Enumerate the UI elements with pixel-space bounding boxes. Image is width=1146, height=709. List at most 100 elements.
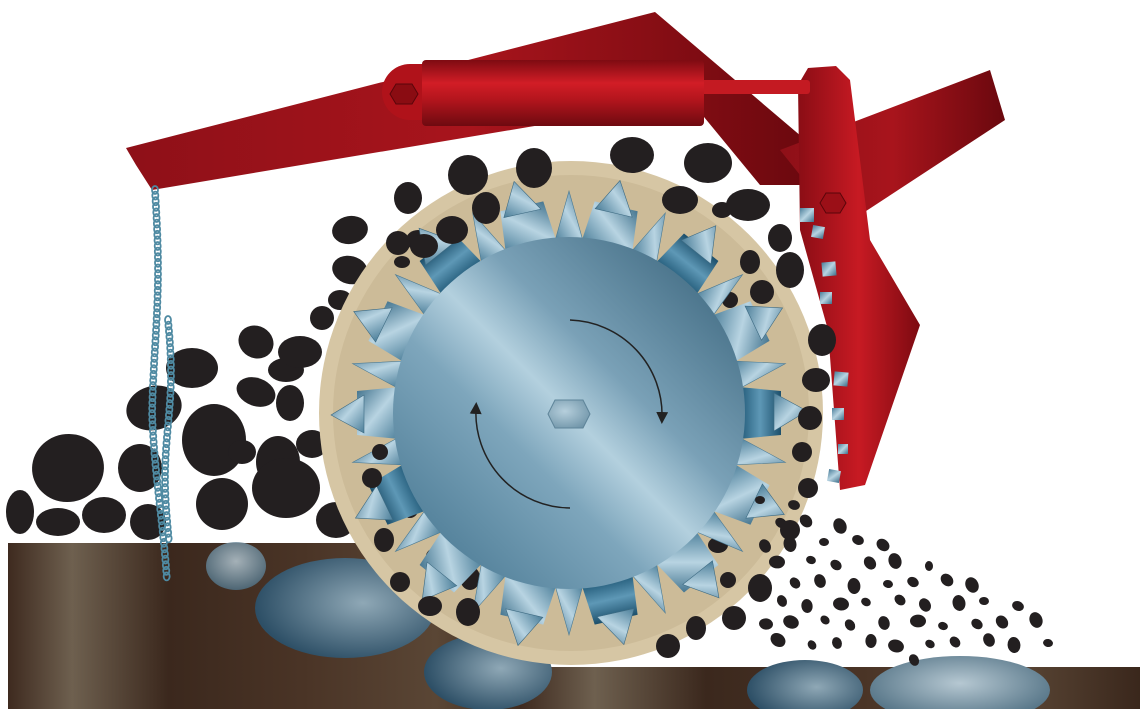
rock-chip [800, 208, 814, 222]
chain-link [148, 397, 157, 408]
pick-tip [773, 392, 808, 432]
rock-pile-top [362, 137, 836, 658]
debris-particle [861, 597, 871, 607]
chain-link [166, 376, 175, 387]
chain-link [150, 358, 159, 369]
rock [196, 478, 248, 530]
pick-tip [596, 608, 635, 646]
debris-particle [755, 496, 765, 504]
chain-link [161, 449, 170, 460]
chain-link [153, 291, 162, 302]
chipped-blocks [800, 208, 849, 483]
chain-link [165, 337, 174, 348]
rock [684, 143, 732, 183]
chain-link [152, 325, 160, 335]
debris-particle [971, 618, 983, 630]
chain-link [152, 218, 161, 229]
chain [148, 185, 175, 582]
rock [228, 440, 256, 464]
debris-particle [983, 633, 995, 647]
chain-link [152, 207, 161, 218]
debris-particle [783, 536, 797, 552]
pick-holder [357, 387, 399, 439]
piston-rod [700, 80, 810, 94]
rock [722, 606, 746, 630]
chain-link [164, 421, 172, 432]
pick-tip [745, 483, 785, 519]
rock [238, 325, 274, 359]
rock [748, 574, 772, 602]
chain-link [167, 371, 175, 381]
chain-link [161, 460, 170, 471]
debris-particle [907, 576, 919, 588]
chain-link [151, 190, 160, 201]
drum-hub [547, 399, 591, 429]
chain-link [149, 425, 157, 436]
debris-particle [925, 639, 935, 649]
rock [36, 508, 80, 536]
debris-particle [806, 555, 816, 565]
rock-chip [821, 261, 837, 277]
chain-link [161, 477, 169, 488]
chain-link [151, 196, 160, 207]
debris-particle [888, 639, 904, 653]
chain-link [150, 353, 159, 363]
debris-particle [876, 538, 890, 552]
chain-link [163, 432, 171, 443]
debris-particle [1043, 638, 1053, 648]
debris-particle [814, 574, 826, 588]
debris-particle [888, 553, 902, 569]
chain-link [153, 476, 162, 487]
rock [798, 478, 818, 498]
cutter-pick [654, 529, 720, 599]
debris-particle [883, 579, 893, 589]
chain-link [151, 453, 159, 464]
chain-link [166, 343, 175, 353]
chain-link [151, 459, 160, 470]
rock [662, 186, 698, 214]
chain-link [161, 483, 170, 493]
chain-link [148, 420, 157, 431]
embedded-stone [870, 656, 1050, 709]
chain-link [163, 516, 172, 527]
pick-tip [505, 608, 544, 647]
rock-chip [838, 444, 848, 454]
chain-link [151, 336, 160, 347]
chain-link [162, 511, 171, 521]
chain-link [161, 494, 170, 505]
debris-particle [924, 561, 934, 571]
pick-tip [744, 305, 784, 341]
cutter-pick [330, 387, 399, 439]
chain-link [164, 533, 173, 544]
chain-link [149, 364, 158, 375]
rock [32, 433, 104, 503]
chain-link [161, 554, 170, 565]
crushed-rock [755, 496, 1053, 666]
chain-link [152, 465, 160, 475]
rock [252, 458, 320, 518]
rock [310, 306, 334, 330]
rock [182, 404, 246, 476]
chain-link [165, 326, 173, 337]
cutting-drum [393, 237, 745, 589]
rock [768, 224, 792, 252]
chain-link [153, 285, 162, 296]
debris-particle [919, 598, 931, 612]
chain-link [161, 499, 170, 510]
chain-link [154, 269, 162, 279]
rock [410, 234, 438, 258]
chain-link [165, 404, 174, 415]
debris-particle [979, 596, 989, 606]
rock-chip [832, 408, 844, 420]
chain-link [166, 393, 175, 404]
rock [394, 182, 422, 214]
chain-link [150, 347, 159, 358]
chain-link [151, 341, 159, 352]
rock [296, 430, 328, 458]
pick-tip [353, 307, 393, 343]
debris-particle [910, 614, 926, 628]
rock [436, 216, 468, 244]
chain-link [154, 257, 162, 268]
rock [740, 250, 760, 274]
chain-link [161, 471, 169, 482]
